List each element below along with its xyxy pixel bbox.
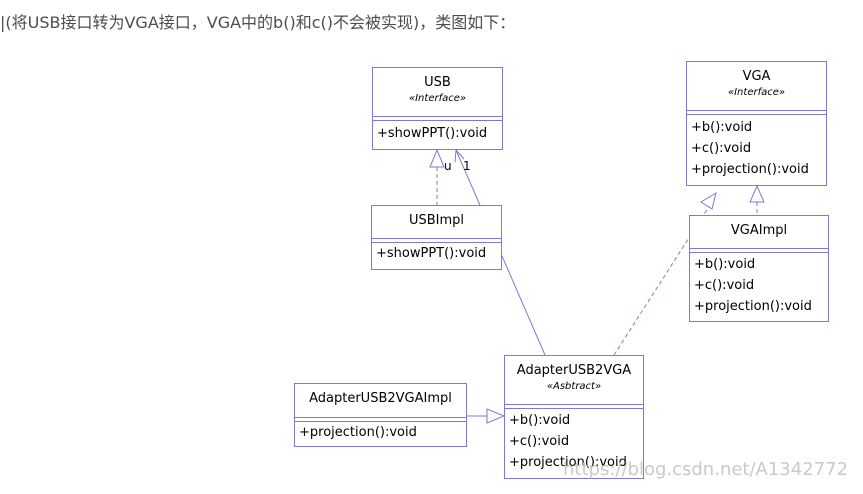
separator (373, 116, 502, 117)
usb-interface-box: USB «Interface» +showPPT():void (372, 67, 503, 150)
operation: +b():void (691, 120, 753, 135)
separator (372, 242, 501, 243)
separator (505, 408, 643, 409)
separator (505, 404, 643, 405)
separator (295, 417, 466, 418)
stereotype-label: «Asbtract» (546, 381, 602, 392)
multiplicity-1: 1 (463, 159, 471, 173)
vga-realization-arrowhead (749, 184, 765, 203)
class-name: VGAImpl (730, 223, 788, 238)
operation: +c():void (691, 141, 752, 156)
class-name: USB (424, 75, 451, 90)
multiplicity-u: u (444, 159, 452, 173)
separator (690, 252, 828, 253)
operation: +b():void (694, 257, 756, 272)
stereotype-label: «Interface» (408, 93, 467, 104)
class-name: AdapterUSB2VGAImpl (309, 391, 452, 406)
vga-interface-box: VGA «Interface» +b():void +c():void +pro… (686, 61, 827, 186)
operation: +projection():void (694, 299, 812, 314)
operation: +b():void (509, 413, 571, 428)
operation: +projection():void (691, 162, 809, 177)
operation: +showPPT():void (376, 246, 487, 261)
usbimpl-class-box: USBImpl +showPPT():void (371, 205, 502, 270)
class-name: USBImpl (408, 213, 465, 228)
class-name: AdapterUSB2VGA (516, 363, 632, 378)
operation: +projection():void (509, 455, 627, 470)
vgaimpl-class-box: VGAImpl +b():void +c():void +projection(… (689, 215, 829, 322)
diagram-caption: |(将USB接口转为VGA接口，VGA中的b()和c()不会被实现)，类图如下： (0, 13, 516, 32)
operation: +c():void (509, 434, 570, 449)
operation: +projection():void (299, 425, 417, 440)
adapter-abstract-class-box: AdapterUSB2VGA «Asbtract» +b():void +c()… (504, 355, 644, 479)
operation: +c():void (694, 278, 755, 293)
separator (372, 238, 501, 239)
adapterimpl-class-box: AdapterUSB2VGAImpl +projection():void (294, 383, 467, 447)
operation: +showPPT():void (377, 126, 488, 141)
class-name: VGA (742, 69, 771, 84)
separator (687, 110, 826, 111)
usb-realization-arrowhead (429, 148, 445, 168)
stereotype-label: «Interface» (727, 87, 786, 98)
adapter-generalization-arrowhead (486, 408, 506, 424)
separator (295, 421, 466, 422)
separator (687, 114, 826, 115)
separator (373, 120, 502, 121)
adapter-vga-arrowhead (700, 191, 717, 210)
watermark: https://blog.csdn.net/A1342772 (563, 459, 849, 480)
separator (690, 248, 828, 249)
usb-association-arrowhead (454, 148, 465, 163)
